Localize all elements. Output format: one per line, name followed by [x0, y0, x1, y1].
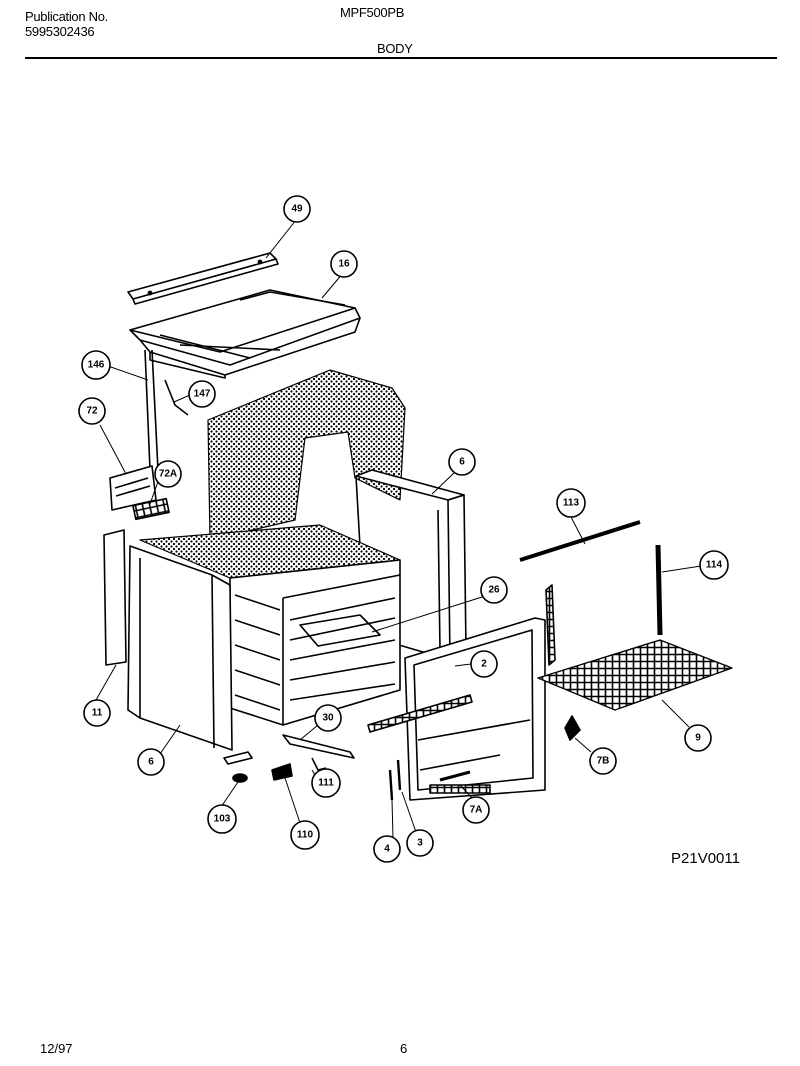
bracket-part-30	[282, 734, 355, 759]
callout-6-top: 6	[459, 457, 465, 468]
rod-part-113	[519, 520, 641, 562]
section-title: BODY	[377, 41, 413, 56]
callout-7a: 7A	[470, 805, 483, 816]
trim-strip-part	[103, 529, 127, 666]
top-rail-part	[127, 252, 279, 305]
callout-6-left: 6	[148, 757, 154, 768]
callout-30: 30	[322, 713, 334, 724]
callout-3: 3	[417, 838, 423, 849]
figure-code: P21V0011	[671, 850, 740, 867]
leveling-leg-part-103	[223, 751, 253, 783]
callout-16: 16	[338, 259, 350, 270]
model-number: MPF500PB	[340, 5, 405, 20]
pin-part-4	[388, 769, 394, 801]
callout-72a: 72A	[159, 469, 177, 480]
callout-110: 110	[297, 830, 314, 841]
left-side-panel-part	[127, 545, 233, 751]
footer-date: 12/97	[40, 1041, 73, 1056]
callout-114: 114	[706, 560, 723, 571]
callout-111: 111	[318, 778, 334, 789]
callout-72: 72	[86, 406, 98, 417]
side-bracket-part	[109, 465, 157, 511]
handle-part-7a	[439, 770, 471, 782]
callout-4: 4	[384, 844, 390, 855]
footer-page-number: 6	[400, 1041, 408, 1056]
callout-2: 2	[481, 659, 487, 670]
leveling-leg-part-110	[271, 763, 293, 781]
callout-7b: 7B	[597, 756, 610, 767]
rod-part-114	[655, 544, 663, 636]
oven-door-frame-part	[404, 617, 546, 801]
publication-label: Publication No.	[25, 9, 108, 24]
callout-147: 147	[194, 389, 211, 400]
oven-rack-part	[537, 639, 733, 711]
vent-grille-part	[132, 497, 170, 521]
callout-26: 26	[488, 585, 500, 596]
oven-cavity-part	[139, 524, 401, 726]
header-rule	[25, 57, 777, 59]
callout-49: 49	[291, 204, 303, 215]
callout-103: 103	[214, 814, 231, 825]
clip-part-111	[311, 757, 327, 771]
callout-113: 113	[563, 498, 580, 509]
cooktop-frame-part	[129, 289, 361, 379]
bracket-part-147	[164, 379, 189, 416]
callout-11: 11	[92, 708, 103, 719]
door-hinge-strip	[367, 694, 473, 733]
callout-9: 9	[695, 733, 701, 744]
wire-part-146	[144, 349, 159, 471]
publication-number: 5995302436	[25, 24, 95, 39]
bracket-part-7b	[564, 715, 581, 741]
door-side-strip	[545, 584, 556, 666]
pin-part-3	[396, 759, 402, 791]
insulation-blanket-part	[207, 369, 406, 541]
callout-146: 146	[88, 360, 105, 371]
